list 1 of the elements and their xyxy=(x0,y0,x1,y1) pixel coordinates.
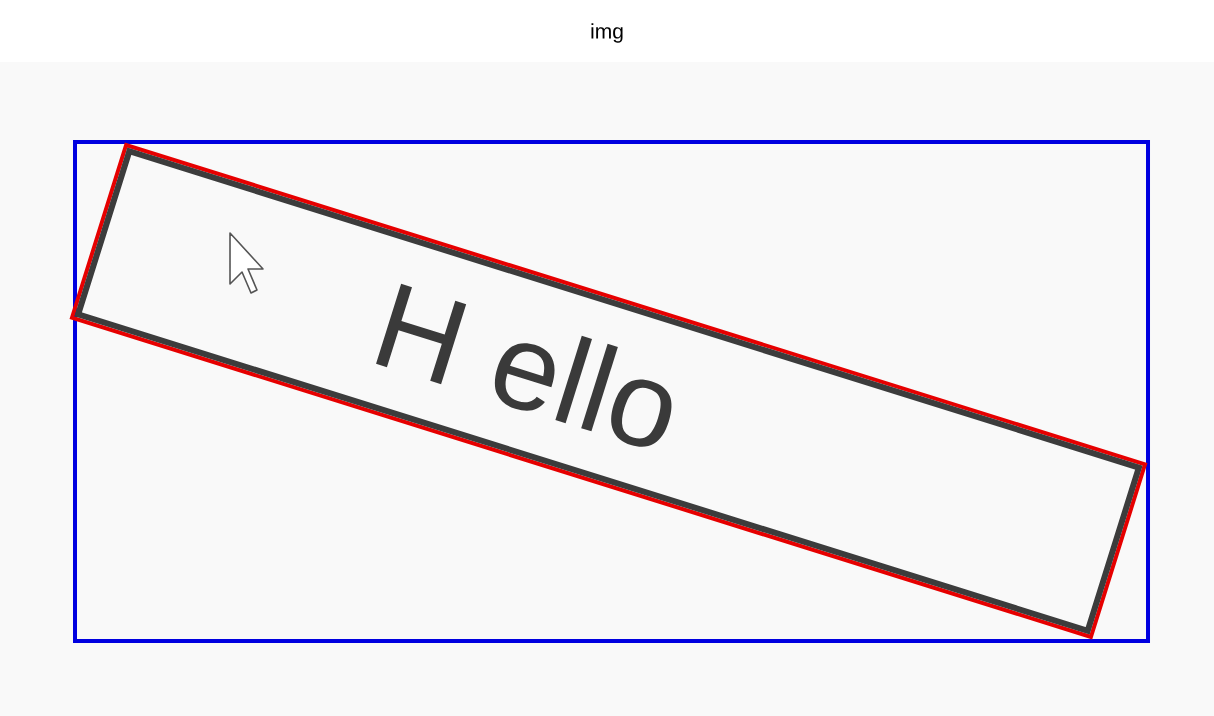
title: img xyxy=(591,23,623,43)
